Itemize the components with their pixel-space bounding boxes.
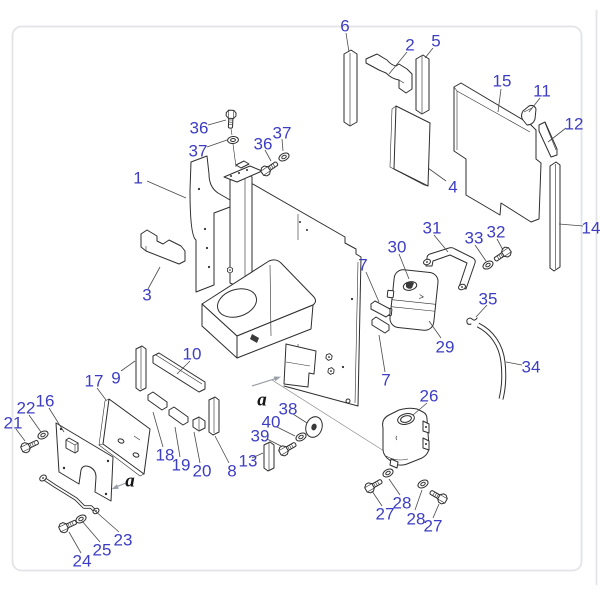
part-label-37a: 37 bbox=[189, 142, 208, 161]
part-label-37b: 37 bbox=[273, 124, 292, 143]
part-label-4: 4 bbox=[448, 178, 457, 197]
part-label-17: 17 bbox=[85, 372, 104, 391]
part-label-5: 5 bbox=[431, 32, 440, 51]
washer-28-left bbox=[381, 466, 395, 480]
part-16-plate bbox=[55, 422, 114, 502]
part-7-strip-upper bbox=[370, 300, 391, 318]
part-label-19: 19 bbox=[172, 456, 191, 475]
part-31-bracket bbox=[423, 247, 476, 291]
part-label-8: 8 bbox=[227, 462, 236, 481]
part-20-block bbox=[192, 416, 206, 432]
part-label-28a: 28 bbox=[393, 494, 412, 513]
part-label-29: 29 bbox=[436, 338, 455, 357]
section-marker-a-center: a bbox=[257, 390, 267, 411]
part-label-32: 32 bbox=[487, 223, 506, 242]
section-markers: aa bbox=[125, 390, 267, 492]
part-19-strip bbox=[168, 406, 189, 426]
part-30-cap bbox=[402, 281, 418, 291]
part-17-plate bbox=[98, 398, 151, 477]
washer-28-right bbox=[416, 477, 430, 491]
bolt-27-left bbox=[363, 476, 385, 495]
washer-40 bbox=[294, 430, 308, 444]
bolt-36-top bbox=[224, 109, 237, 129]
part-label-21: 21 bbox=[4, 414, 23, 433]
part-label-26: 26 bbox=[420, 387, 439, 406]
part-label-34: 34 bbox=[522, 358, 541, 377]
washer-37-top bbox=[226, 135, 240, 145]
hardware bbox=[19, 109, 514, 535]
part-26-tank bbox=[382, 407, 430, 469]
part-label-23: 23 bbox=[114, 531, 133, 550]
part-7-strip-lower bbox=[371, 316, 390, 334]
part-5-strip bbox=[415, 54, 430, 115]
bolt-24 bbox=[57, 516, 79, 535]
part-housing-box bbox=[201, 259, 316, 380]
part-label-13: 13 bbox=[239, 452, 258, 471]
washer-33 bbox=[481, 258, 495, 272]
part-label-35: 35 bbox=[479, 290, 498, 309]
washer-22 bbox=[36, 428, 50, 442]
part-15-panel bbox=[453, 82, 542, 223]
part-label-31: 31 bbox=[423, 219, 442, 238]
part-label-27b: 27 bbox=[424, 517, 443, 536]
part-label-9: 9 bbox=[111, 369, 120, 388]
part-1-mounting-bracket bbox=[189, 155, 231, 293]
part-label-36b: 36 bbox=[254, 135, 273, 154]
part-label-28b: 28 bbox=[407, 510, 426, 529]
part-label-20: 20 bbox=[193, 462, 212, 481]
part-label-38: 38 bbox=[279, 400, 298, 419]
part-center-post bbox=[223, 160, 263, 287]
part-14-strip bbox=[549, 161, 561, 272]
part-23-rod bbox=[39, 474, 100, 515]
part-3-pad bbox=[140, 229, 186, 265]
part-label-22: 22 bbox=[17, 399, 36, 418]
washer-37-right bbox=[277, 150, 291, 164]
part-label-39: 39 bbox=[251, 427, 270, 446]
part-13-strip bbox=[263, 441, 275, 472]
washer-38 bbox=[305, 416, 323, 438]
part-29-reservoir bbox=[384, 269, 439, 331]
part-label-33: 33 bbox=[465, 229, 484, 248]
part-label-15: 15 bbox=[493, 72, 512, 91]
part-8-strip bbox=[208, 396, 220, 436]
part-label-12: 12 bbox=[565, 115, 584, 134]
part-label-6: 6 bbox=[340, 17, 349, 36]
part-label-14: 14 bbox=[582, 219, 600, 238]
part-label-24: 24 bbox=[73, 552, 92, 571]
part-access-plate bbox=[283, 343, 317, 388]
part-label-16: 16 bbox=[36, 392, 55, 411]
part-34-hose bbox=[476, 322, 507, 400]
bolt-27-right bbox=[427, 487, 449, 506]
part-18-strip bbox=[147, 391, 168, 411]
part-6-strip bbox=[343, 49, 358, 127]
part-4-pad bbox=[389, 105, 431, 187]
mounting-axis-line bbox=[271, 379, 396, 459]
part-label-25: 25 bbox=[93, 541, 112, 560]
page-border bbox=[11, 25, 583, 572]
part-label-2: 2 bbox=[405, 36, 414, 55]
part-label-11: 11 bbox=[533, 82, 551, 101]
part-12-strip bbox=[538, 121, 558, 158]
part-label-10: 10 bbox=[183, 345, 202, 364]
part-11-pad bbox=[521, 104, 537, 126]
bolt-36-right bbox=[258, 158, 281, 178]
part-label-27a: 27 bbox=[376, 505, 395, 524]
part-label-36a: 36 bbox=[190, 119, 209, 138]
part-9-strip bbox=[135, 345, 147, 392]
section-marker-a-left: a bbox=[125, 471, 135, 492]
part-label-18: 18 bbox=[156, 446, 175, 465]
part-label-7b: 7 bbox=[381, 371, 390, 390]
leader-lines bbox=[15, 32, 584, 554]
part-label-1: 1 bbox=[133, 169, 142, 188]
bolt-39 bbox=[277, 439, 299, 458]
bolt-21 bbox=[19, 436, 41, 455]
section-arrows bbox=[111, 376, 281, 490]
part-label-7a: 7 bbox=[358, 256, 367, 275]
part-35-clip bbox=[466, 317, 478, 325]
part-label-30: 30 bbox=[388, 238, 407, 257]
part-label-40: 40 bbox=[262, 413, 281, 432]
part-label-3: 3 bbox=[142, 286, 151, 305]
